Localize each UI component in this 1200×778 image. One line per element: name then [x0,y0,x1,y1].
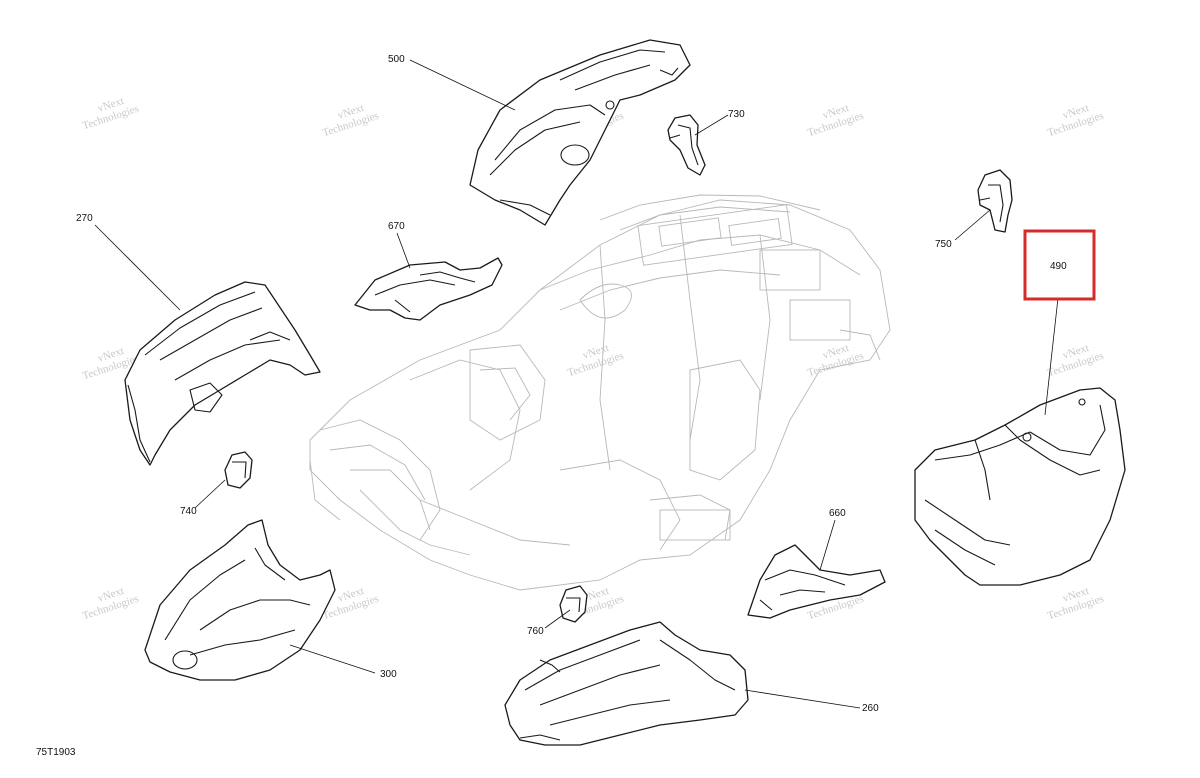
part-260-front-fender [504,621,749,746]
leader-740 [194,479,226,509]
part-750-bracket [977,169,1013,233]
callout-260[interactable]: 260 [862,703,879,714]
leader-300 [289,644,376,674]
watermark: vNext Technologies [806,342,865,379]
leader-670 [396,232,411,269]
leader-lines [94,59,1059,709]
drawing-code: 75T1903 [36,747,76,758]
part-730-bracket [667,114,706,176]
part-760-bracket [559,585,588,623]
leader-660 [819,519,836,571]
callout-730[interactable]: 730 [728,109,745,120]
watermark: vNext Technologies [806,102,865,139]
part-500-rear-fender-left [469,39,691,226]
part-670-inner-panel [354,257,503,321]
leader-500 [409,59,516,111]
part-740-bracket [224,451,253,489]
watermark: vNext Technologies [81,585,140,622]
callout-660[interactable]: 660 [829,508,846,519]
callout-270[interactable]: 270 [76,213,93,224]
callout-490[interactable]: 490 [1050,261,1067,272]
watermark: vNext Technologies [321,102,380,139]
callout-highlight-box [1023,229,1096,301]
part-270-front-fender-left [124,281,321,466]
atv-frame-ghost [309,194,891,591]
callout-670[interactable]: 670 [388,221,405,232]
leader-760 [544,609,571,629]
watermark: vNext Technologies [1046,585,1105,622]
part-490-rear-fender-right [914,387,1126,586]
callout-labels: 500 730 270 670 750 490 740 660 300 760 … [76,54,1067,714]
callout-760[interactable]: 760 [527,626,544,637]
watermark: vNext Technologies [566,342,625,379]
leader-750 [954,209,991,241]
watermark: vNext Technologies [1046,102,1105,139]
part-300-front-panel [144,519,336,681]
callout-750[interactable]: 750 [935,239,952,250]
leader-730 [694,114,729,136]
callout-500[interactable]: 500 [388,54,405,65]
leader-490 [1044,297,1059,416]
watermark: vNext Technologies [1046,342,1105,379]
callout-740[interactable]: 740 [180,506,197,517]
callout-300[interactable]: 300 [380,669,397,680]
leader-270 [94,224,181,311]
part-660-inner-panel [747,544,886,619]
watermark: vNext Technologies [81,95,140,132]
leader-260 [744,689,861,709]
